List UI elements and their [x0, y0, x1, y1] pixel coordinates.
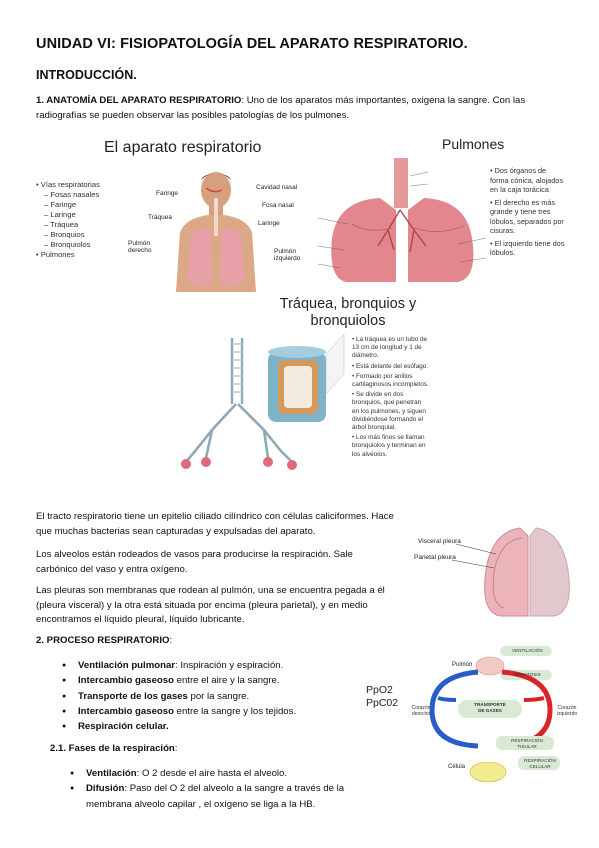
diagram-hematosis: HEMATOSIS [514, 672, 541, 677]
respiration-diagram: VENTILACIÓN Pulmón HEMATOSIS Corazón der… [412, 640, 577, 792]
label-fosa-nasal: Fosa nasal [262, 202, 294, 209]
pleura-illustration [451, 527, 570, 617]
label-pulmon-izquierdo: Pulmón izquierdo [274, 248, 301, 262]
phases-list: Ventilación: O 2 desde el aire hasta el … [70, 766, 360, 812]
circulation-illustration [429, 646, 560, 783]
diagram-ventilacion: VENTILACIÓN [512, 648, 543, 653]
intro-heading: INTRODUCCIÓN. [36, 68, 137, 82]
diagram-corazon-izquierdo: Corazón izquierdo [556, 705, 578, 717]
paragraph-tracto: El tracto respiratorio tiene un epitelio… [36, 511, 394, 537]
trachea-illustration [181, 334, 345, 470]
label-faringe: Faringe [156, 190, 179, 197]
slide2-title: Pulmones [442, 136, 505, 152]
paragraph-alveolos: Los alveolos están rodeados de vasos par… [36, 549, 353, 575]
slide-pulmones: Pulmones • Dos órganos de forma cónica, … [318, 136, 566, 294]
label-visceral-pleura: Visceral pleura [418, 538, 461, 545]
lungs-illustration [318, 158, 486, 282]
label-traquea: Tráquea [148, 214, 172, 221]
section1-paragraph: 1. ANATOMÍA DEL APARATO RESPIRATORIO: Un… [36, 95, 526, 121]
list-item: Ventilación: O 2 desde el aire hasta el … [70, 766, 360, 782]
diagram-pulmon: Pulmón [452, 662, 473, 668]
list-item: Ventilación pulmonar: Inspiración y espi… [62, 658, 352, 674]
diagram-resp-tisular: RESPIRACIÓN TISULAR [511, 738, 543, 749]
label-laringe: Laringe [258, 220, 280, 227]
list-item: Difusión: Paso del O 2 del alveolo a la … [70, 781, 360, 812]
slide-aparato-respiratorio: El aparato respiratorio • Vías respirato… [36, 136, 314, 294]
page-title: UNIDAD VI: FISIOPATOLOGÍA DEL APARATO RE… [36, 36, 468, 52]
partial-pressure-labels: PpO2 PpC02 [366, 684, 399, 709]
section1-heading: 1. ANATOMÍA DEL APARATO RESPIRATORIO [36, 95, 242, 106]
label-pulmon-derecho: Pulmón derecho [128, 240, 152, 254]
section2-heading: 2. PROCESO RESPIRATORIO: [36, 635, 173, 646]
slide1-list: • Vías respiratorias – Fosas nasales – F… [36, 180, 100, 259]
label-cavidad-nasal: Cavidad nasal [256, 184, 298, 191]
process-list: Ventilación pulmonar: Inspiración y espi… [62, 658, 352, 735]
diagram-resp-celular: RESPIRACIÓN CELULAR [524, 758, 556, 769]
paragraph-pleuras: Las pleuras son membranas que rodean al … [36, 585, 385, 625]
torso-illustration [176, 172, 256, 292]
subsection-heading: 2.1. Fases de la respiración: [50, 743, 178, 754]
label-parietal-pleura: Parietal pleura [414, 554, 456, 561]
slide3-title: Tráquea, bronquios y bronquiolos [279, 296, 417, 329]
list-item: Transporte de los gases por la sangre. [62, 689, 352, 705]
list-item: Intercambio gaseoso entre el aire y la s… [62, 673, 352, 689]
diagram-celula: Célula [448, 764, 466, 770]
slide-traquea: Tráquea, bronquios y bronquiolos • La tr… [176, 296, 429, 486]
diagram-corazon-derecho: Corazón derecho [411, 705, 431, 717]
diagram-transporte: TRANSPORTE DE GASES [474, 702, 506, 713]
list-item: Intercambio gaseoso entre la sangre y lo… [62, 704, 352, 720]
slide1-title: El aparato respiratorio [104, 139, 262, 156]
pleura-figure: Visceral pleura Parietal pleura [404, 516, 574, 620]
slide3-bullets: • La tráquea es un tubo de 13 cm de long… [352, 336, 429, 458]
slide2-bullets: • Dos órganos de forma cónica, alojados … [490, 166, 565, 257]
list-item: Respiración celular. [62, 719, 352, 735]
